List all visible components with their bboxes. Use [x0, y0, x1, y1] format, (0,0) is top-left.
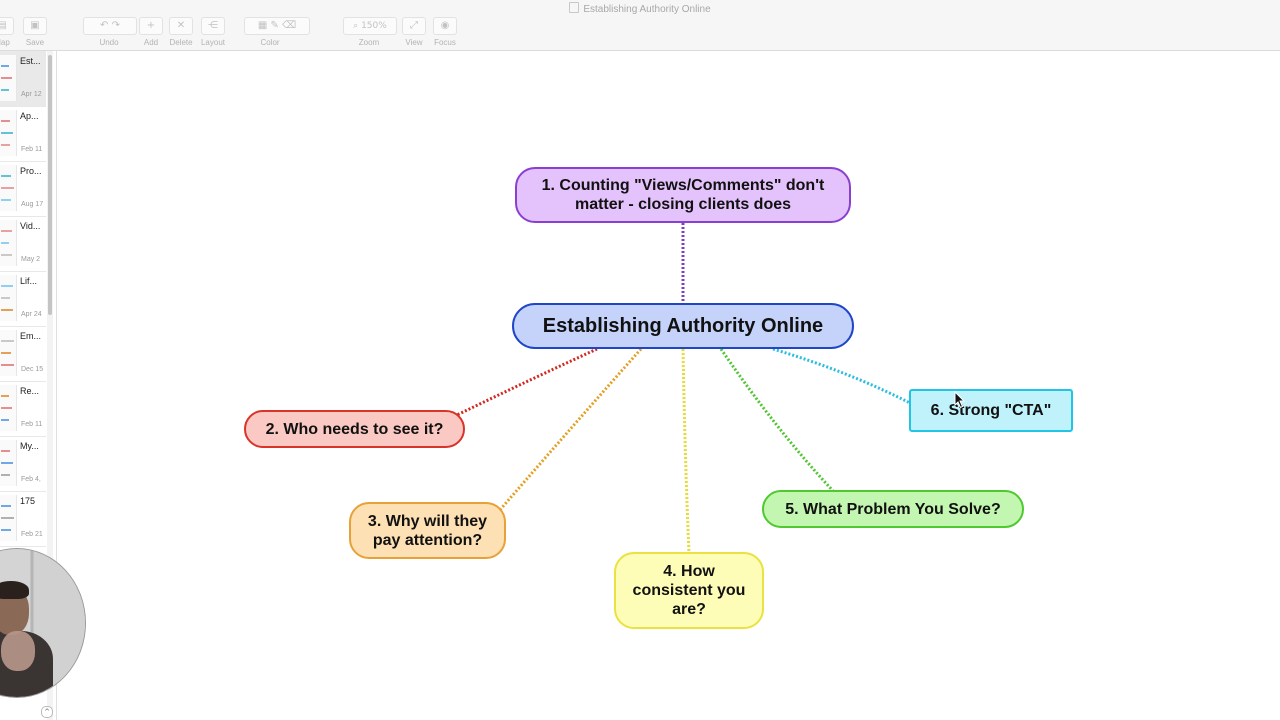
sidebar-map-name: Lif... [20, 276, 38, 286]
view-button[interactable]: ⤢ View [396, 17, 432, 47]
delete-button[interactable]: ✕ Delete [163, 17, 199, 47]
topic-node-6[interactable]: 6. Strong "CTA" [909, 389, 1073, 432]
save-icon: ▣ [23, 17, 47, 35]
sidebar-map-item[interactable]: My... Feb 4, [0, 436, 46, 492]
save-button[interactable]: ▣ Save [17, 17, 53, 47]
central-topic[interactable]: Establishing Authority Online [512, 303, 854, 349]
document-icon [569, 2, 580, 13]
link-topic-2 [456, 347, 598, 417]
sidebar-map-date: Dec 15 [21, 366, 44, 373]
sidebar-map-item[interactable]: Re... Feb 11 [0, 381, 46, 437]
plus-icon: + [139, 17, 163, 35]
layout-button[interactable]: ⋲ Layout [195, 17, 231, 47]
mindmap-links [456, 223, 911, 554]
link-topic-6 [772, 347, 911, 405]
sidebar-map-date: Feb 21 [21, 531, 43, 538]
map-icon: ▤ [0, 17, 14, 35]
window-title: Establishing Authority Online [0, 2, 1280, 15]
webcam-overlay [0, 548, 86, 698]
topic-node-3[interactable]: 3. Why will they pay attention? [349, 502, 506, 559]
topic-node-1[interactable]: 1. Counting "Views/Comments" don't matte… [515, 167, 851, 223]
sidebar-map-name: Re... [20, 386, 40, 396]
sidebar-map-item[interactable]: Pro... Aug 17 [0, 161, 46, 217]
delete-icon: ✕ [169, 17, 193, 35]
layout-icon: ⋲ [201, 17, 225, 35]
map-thumbnail [0, 495, 17, 541]
sidebar-map-item[interactable]: Est... Apr 12 [0, 51, 46, 107]
sidebar-map-name: Pro... [20, 166, 42, 176]
undo-redo-icon: ↶ ↷ [83, 17, 137, 35]
sidebar-scrollbar[interactable] [47, 51, 53, 720]
mindmap-canvas[interactable]: Establishing Authority Online 1. Countin… [57, 51, 1280, 720]
sidebar-map-date: May 2 [21, 256, 41, 263]
link-topic-4 [681, 348, 691, 554]
link-topic-5 [719, 348, 837, 495]
map-thumbnail [0, 220, 17, 266]
map-thumbnail [0, 165, 17, 211]
map-thumbnail [0, 330, 17, 376]
sidebar-scrollbar-thumb[interactable] [48, 55, 52, 315]
focus-icon: ◉ [433, 17, 457, 35]
chevron-up-icon[interactable]: ^ [41, 706, 53, 718]
map-button[interactable]: ▤ Map [0, 17, 20, 47]
map-thumbnail [0, 440, 17, 486]
sidebar-map-name: Ap... [20, 111, 39, 121]
toolbar: Establishing Authority Online ▤ Map ▣ Sa… [0, 0, 1280, 51]
focus-button[interactable]: ◉ Focus [427, 17, 463, 47]
map-thumbnail [0, 385, 17, 431]
sidebar-map-item[interactable]: Ap... Feb 11 [0, 106, 46, 162]
sidebar-map-name: Est... [20, 56, 41, 66]
sidebar-map-date: Feb 4, [21, 476, 41, 483]
zoom-button[interactable]: ⌕ 150% Zoom [343, 17, 397, 47]
sidebar-map-date: Apr 12 [21, 91, 42, 98]
map-thumbnail [0, 55, 17, 101]
sidebar-map-item[interactable]: Lif... Apr 24 [0, 271, 46, 327]
topic-node-2[interactable]: 2. Who needs to see it? [244, 410, 465, 448]
sidebar-map-name: Em... [20, 331, 42, 341]
topic-node-4[interactable]: 4. How consistent you are? [614, 552, 764, 629]
sidebar-map-date: Feb 11 [21, 421, 43, 428]
mouse-cursor-icon [954, 391, 966, 409]
sidebar-map-date: Apr 24 [21, 311, 42, 318]
link-topic-3 [497, 348, 643, 512]
add-button[interactable]: + Add [133, 17, 169, 47]
zoom-icon: ⌕ 150% [343, 17, 397, 35]
undo-button[interactable]: ↶ ↷ Undo [83, 17, 137, 47]
sidebar-map-name: Vid... [20, 221, 41, 231]
color-button[interactable]: ▦ ✎ ⌫ Color [244, 17, 310, 47]
sidebar-map-date: Feb 11 [21, 146, 43, 153]
expand-icon: ⤢ [402, 17, 426, 35]
map-thumbnail [0, 275, 17, 321]
sidebar-map-name: 175 [20, 496, 36, 506]
sidebar-map-name: My... [20, 441, 39, 451]
map-thumbnail [0, 110, 17, 156]
sidebar-map-date: Aug 17 [21, 201, 44, 208]
topic-node-5[interactable]: 5. What Problem You Solve? [762, 490, 1024, 528]
sidebar-map-item[interactable]: Vid... May 2 [0, 216, 46, 272]
sidebar-map-item[interactable]: Em... Dec 15 [0, 326, 46, 382]
color-tools-icon: ▦ ✎ ⌫ [244, 17, 310, 35]
